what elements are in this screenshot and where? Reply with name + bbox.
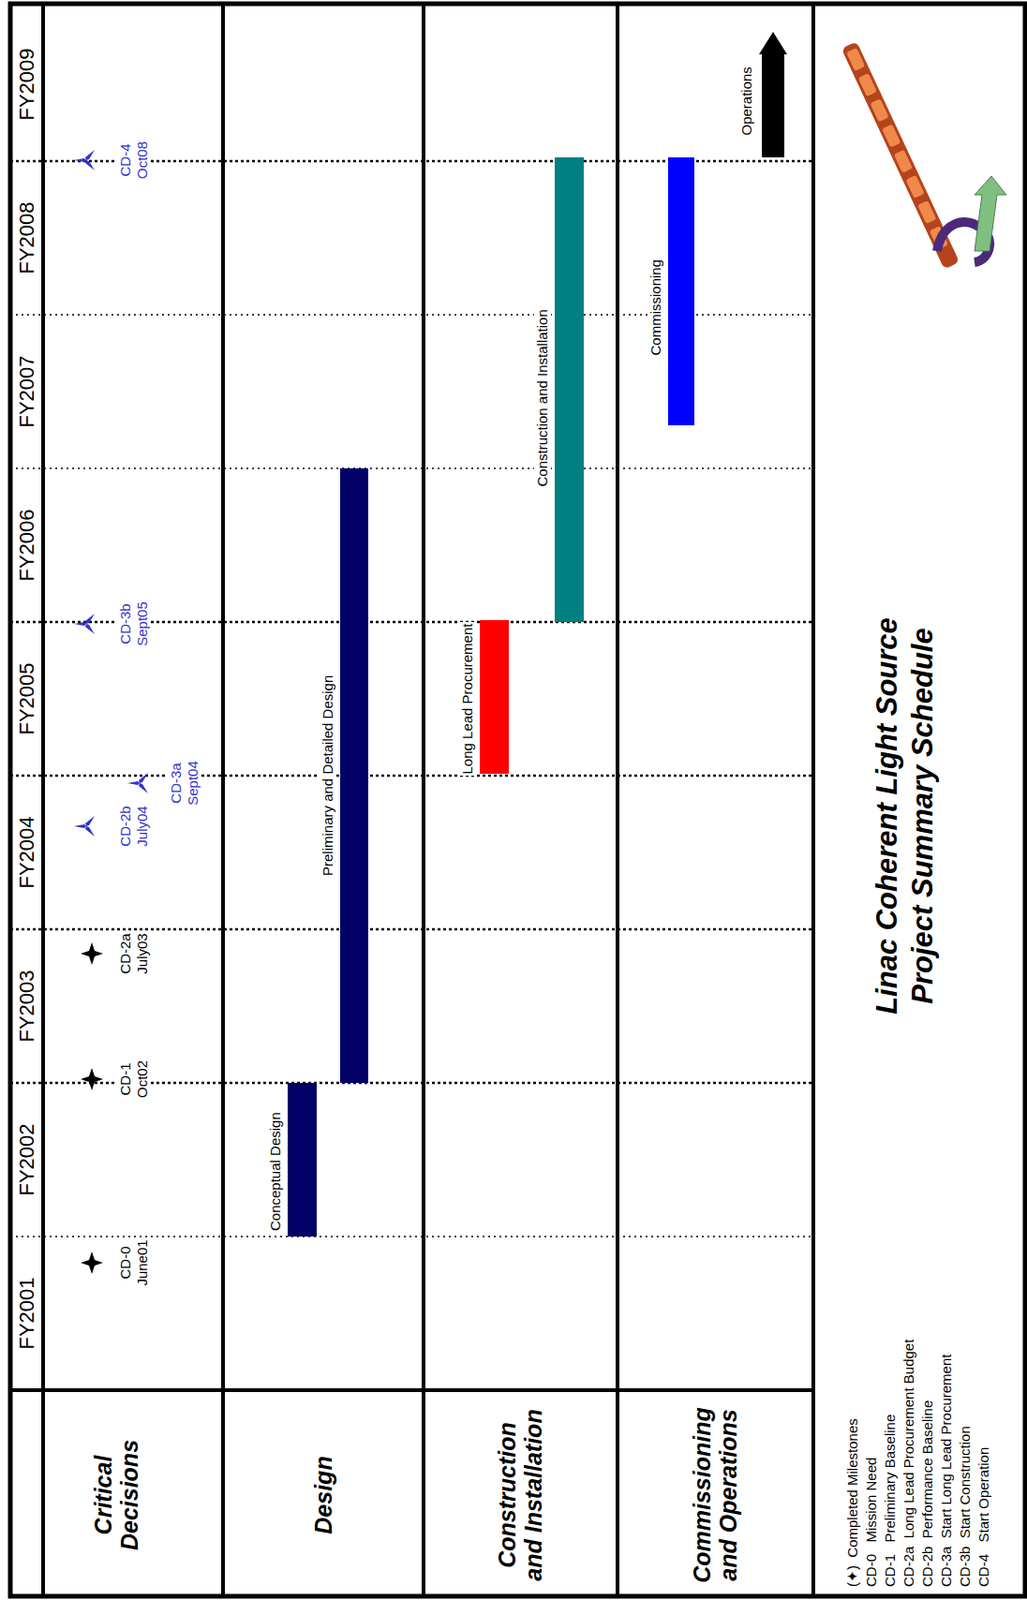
milestone-label: Sept04 bbox=[183, 759, 202, 808]
construction-row: Construction and InstallationLong Lead P… bbox=[423, 3, 618, 1600]
milestone-label: CD-4 bbox=[116, 141, 134, 179]
milestone-label: Oct08 bbox=[133, 139, 151, 181]
fiscal-year: FY2001 bbox=[14, 1275, 40, 1352]
bar-label: Operations bbox=[738, 64, 756, 137]
completed-milestone bbox=[80, 1251, 104, 1275]
column-rule bbox=[10, 1388, 814, 1393]
row-heading: Commissioning and Operations bbox=[688, 1401, 744, 1590]
schedule-bar: Commissioning bbox=[668, 157, 695, 426]
milestone-label: CD-3b bbox=[116, 601, 134, 646]
legend-entry: CD-3a Start Long Lead Procurement bbox=[937, 1354, 956, 1588]
milestone-label: CD-0 bbox=[116, 1244, 134, 1281]
frame bbox=[10, 3, 1026, 1597]
milestone-label: Sept05 bbox=[133, 599, 151, 649]
milestone-label: June01 bbox=[133, 1237, 151, 1288]
row-heading: Design bbox=[310, 1401, 338, 1590]
bar-label: Construction and Installation bbox=[534, 307, 551, 489]
fiscal-year: FY2008 bbox=[14, 199, 40, 276]
legend-entry: CD-2a Long Lead Procurement Budget bbox=[899, 1339, 919, 1588]
row-rule bbox=[811, 3, 816, 1597]
bar-label: Long Lead Procurement bbox=[459, 622, 477, 777]
completed-milestone bbox=[80, 942, 104, 966]
bar-label: Preliminary and Detailed Design bbox=[319, 673, 337, 879]
bar-label: Conceptual Design bbox=[267, 1110, 284, 1234]
fiscal-year: FY2003 bbox=[14, 967, 40, 1044]
legend-entry: CD-3b Start Construction bbox=[955, 1426, 975, 1588]
bar-label: Commissioning bbox=[647, 257, 665, 358]
schedule-bar: Long Lead Procurement bbox=[479, 620, 509, 774]
legend-entry: CD-0 Mission Need bbox=[862, 1458, 881, 1588]
fiscal-year: FY2006 bbox=[14, 506, 40, 583]
row-heading: Critical Decisions bbox=[89, 1401, 145, 1590]
schedule-bar: Preliminary and Detailed Design bbox=[340, 468, 369, 1084]
milestone-label: July03 bbox=[133, 931, 151, 976]
milestone-label: Oct02 bbox=[133, 1058, 151, 1101]
planned-milestone bbox=[74, 816, 95, 837]
row-rule bbox=[615, 3, 620, 1597]
header-rule bbox=[41, 3, 45, 1597]
planned-milestone bbox=[74, 613, 95, 635]
legend-entry: (✦) Completed Milestones bbox=[843, 1418, 863, 1588]
commissioning-row: Commissioning and Operations Commissionin… bbox=[617, 3, 814, 1600]
completed-milestone bbox=[80, 1068, 104, 1091]
milestone-label: CD-2b bbox=[116, 803, 134, 849]
arrow-bar bbox=[759, 31, 788, 158]
planned-milestone bbox=[127, 773, 149, 794]
legend-entry: CD-1 Preliminary Baseline bbox=[880, 1414, 900, 1588]
fiscal-year: FY2005 bbox=[14, 660, 40, 737]
milestone-label: CD-3a bbox=[166, 760, 185, 805]
legend-entry: CD-4 Start Operation bbox=[974, 1447, 994, 1588]
chart-title: Linac Coherent Light Source Project Summ… bbox=[869, 595, 941, 1037]
milestone-label: CD-1 bbox=[116, 1060, 134, 1098]
fiscal-year: FY2007 bbox=[14, 353, 40, 430]
milestone-label: July04 bbox=[133, 803, 151, 849]
fiscal-year: FY2004 bbox=[14, 814, 40, 891]
design-row: Design Conceptual Design Preliminary and D… bbox=[223, 3, 424, 1600]
schedule-bar: Conceptual Design bbox=[287, 1083, 317, 1237]
lcls-logo bbox=[841, 41, 1007, 269]
schedule-bar: Operations bbox=[759, 31, 788, 158]
legend-entry: CD-2b Performance Baseline bbox=[918, 1400, 938, 1588]
row-rule bbox=[421, 3, 426, 1597]
row-heading: Construction and Installation bbox=[493, 1401, 549, 1590]
row-rule bbox=[221, 3, 225, 1597]
planned-milestone bbox=[74, 149, 95, 171]
fiscal-year: FY2002 bbox=[14, 1121, 40, 1198]
schedule-bar: Construction and Installation bbox=[554, 157, 584, 623]
milestone-label: CD-2a bbox=[116, 931, 134, 976]
fiscal-year: FY2009 bbox=[14, 45, 40, 122]
